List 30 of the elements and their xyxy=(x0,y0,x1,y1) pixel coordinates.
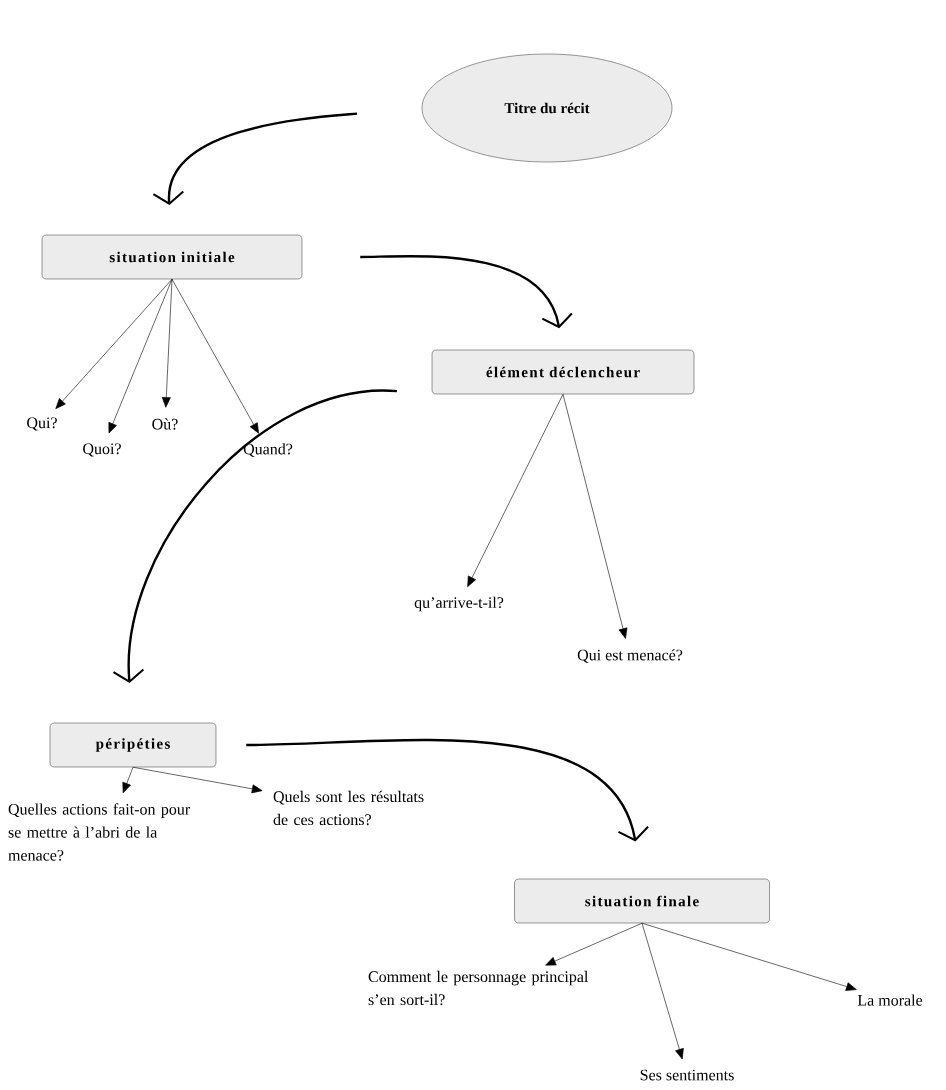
question-text: Comment le personnage principal s’en sort-il? xyxy=(368,970,589,1006)
question-text: Quelles actions fait-on pour se mettre à l’abri de la menace? xyxy=(8,803,191,861)
arrow xyxy=(641,922,857,991)
question-text: Ses sentiments xyxy=(640,1069,734,1081)
curved-arrow xyxy=(246,738,650,842)
question-text: Quand? xyxy=(243,443,293,457)
stage-box: péripéties xyxy=(49,722,217,768)
arrow xyxy=(132,766,263,794)
stage-box: situation finale xyxy=(514,878,770,924)
question-text: Quoi? xyxy=(83,443,121,457)
arrow xyxy=(467,393,564,587)
stage-box: élément déclencheur xyxy=(431,349,695,395)
curved-arrow xyxy=(112,389,397,683)
question-text: Qui est menacé? xyxy=(577,649,683,663)
arrow xyxy=(161,278,173,408)
arrow xyxy=(562,393,628,639)
arrow xyxy=(108,278,173,434)
curved-arrow xyxy=(152,112,358,205)
question-text: Quels sont les résultats de ces actions? xyxy=(273,790,424,826)
curved-arrow xyxy=(360,255,573,329)
question-text: La morale xyxy=(857,994,923,1006)
question-text: qu’arrive-t-il? xyxy=(414,596,504,612)
arrow xyxy=(171,278,259,434)
question-text: Qui? xyxy=(27,417,57,431)
stage-box: situation initiale xyxy=(41,234,303,280)
arrow xyxy=(641,922,684,1060)
arrow xyxy=(545,922,643,966)
arrow xyxy=(55,278,173,409)
question-text: Où? xyxy=(152,418,178,430)
arrow xyxy=(122,766,134,794)
